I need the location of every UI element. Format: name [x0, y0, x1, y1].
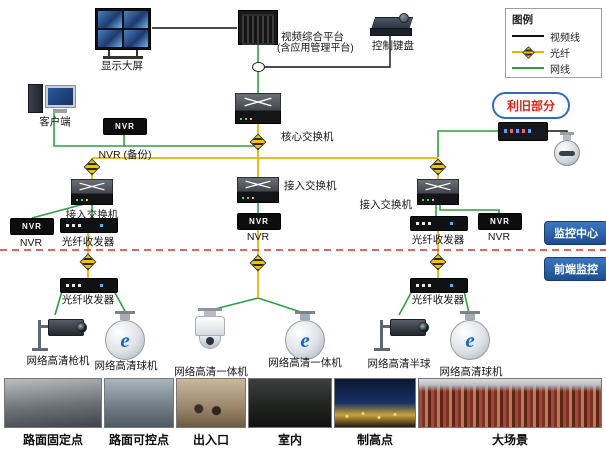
bullet-camera-icon	[30, 314, 88, 352]
nvr-left-icon: NVR	[10, 218, 54, 235]
scene-photo-wide-area	[418, 378, 602, 428]
legend: 图例 视频线 光纤 网线	[505, 8, 602, 78]
camera-label-1: 网络高清枪机	[26, 355, 90, 367]
camera-label-5: 网络高清半球	[367, 358, 431, 370]
fiber-transceiver-front-right-label: 光纤收发器	[411, 294, 465, 306]
scene-caption-3: 出入口	[192, 433, 229, 447]
line-center-to-cam4	[257, 297, 305, 314]
dvr-icon	[498, 122, 548, 141]
scene-photo-road-fixed	[4, 378, 102, 428]
fiber-transceiver-left-label: 光纤收发器	[61, 236, 115, 248]
fiber-transceiver-front-right-icon	[410, 278, 468, 293]
video-wall-screens	[95, 8, 151, 50]
nvr-center-label: NVR	[246, 231, 270, 243]
scene-caption-2: 路面可控点	[108, 433, 169, 447]
fiber-transceiver-front-left-label: 光纤收发器	[61, 294, 115, 306]
camera-label-2: 网络高清球机	[94, 360, 158, 372]
line-trxFL-to-cam2	[113, 290, 127, 314]
legend-item-network-line: 网线	[512, 60, 595, 76]
dome-camera-icon: e	[448, 311, 492, 360]
access-switch-center-label: 接入交换机	[284, 180, 337, 192]
video-platform-icon	[238, 10, 278, 45]
fiber-transceiver-right-icon	[410, 216, 468, 231]
camera-label-3: 网络高清一体机	[174, 366, 248, 378]
legend-item-video-line: 视频线	[512, 28, 595, 44]
platform-label-line2: (含应用管理平台)	[277, 43, 354, 54]
line-trxFL-to-cam1	[54, 290, 63, 316]
legend-title: 图例	[512, 14, 533, 26]
scene-photo-indoor	[248, 378, 332, 428]
fiber-transceiver-front-left-icon	[60, 278, 118, 293]
dome-camera-icon: e	[103, 311, 147, 360]
access-switch-left-label: 接入交换机	[65, 209, 119, 221]
client-label: 客户端	[39, 116, 71, 128]
core-switch-label: 核心交换机	[281, 131, 334, 143]
dome-camera-icon: e	[283, 311, 327, 360]
fiber-transceiver-left-icon	[60, 218, 118, 233]
line-switchL-to-nvr	[31, 203, 85, 219]
legend-item-fiber: 光纤	[512, 44, 595, 60]
nvr-backup-icon: NVR	[103, 118, 147, 135]
display-wall-label: 显示大屏	[101, 60, 143, 72]
control-keyboard-icon	[370, 13, 414, 37]
video-wall-icon	[95, 8, 151, 59]
scene-photo-entrance	[176, 378, 246, 428]
scene-caption-6: 大场景	[491, 433, 528, 447]
video-line-sample-icon	[512, 35, 544, 37]
reuse-section-tag: 利旧部分	[492, 92, 571, 119]
scene-caption-5: 制高点	[356, 433, 393, 447]
dome-logo-glyph: e	[300, 327, 310, 352]
line-reuse-to-network	[437, 130, 498, 157]
access-switch-right-icon	[417, 179, 459, 205]
analog-dome-camera-icon	[552, 132, 582, 166]
junction-node-icon	[252, 62, 265, 72]
fiber-line-sample-icon	[512, 46, 544, 59]
line-trxFR-to-cam5	[398, 290, 413, 316]
scene-caption-1: 路面固定点	[22, 433, 83, 447]
access-switch-right-label: 接入交换机	[359, 199, 413, 211]
monitoring-center-tag: 监控中心	[544, 221, 606, 245]
scene-photo-road-ptz	[104, 378, 174, 428]
control-keyboard-label: 控制键盘	[372, 40, 414, 52]
nvr-left-label: NVR	[19, 237, 43, 249]
camera-label-6: 网络高清球机	[439, 366, 503, 378]
dome-logo-glyph: e	[120, 327, 130, 352]
line-switchR-to-nvr	[439, 204, 500, 213]
bullet-camera-icon	[372, 314, 430, 352]
nvr-center-icon: NVR	[237, 213, 281, 230]
front-end-tag: 前端监控	[544, 257, 606, 281]
nvr-right-icon: NVR	[478, 213, 522, 230]
access-switch-left-icon	[71, 179, 113, 205]
scene-caption-4: 室内	[277, 433, 302, 447]
dome-logo-glyph: e	[465, 327, 475, 352]
line-client-to-core	[53, 113, 258, 147]
platform-label-line1: 视频综合平台	[281, 31, 344, 43]
core-switch-icon	[235, 93, 281, 124]
access-switch-center-icon	[237, 177, 279, 203]
nvr-right-label: NVR	[487, 231, 511, 243]
network-line-sample-icon	[512, 67, 544, 69]
fiber-transceiver-right-label: 光纤收发器	[411, 234, 465, 246]
line-keyboard-to-core	[258, 36, 391, 68]
client-pc-icon	[28, 84, 76, 113]
nvr-backup-label: NVR (备份)	[98, 149, 152, 161]
scene-photo-highpoint	[334, 378, 416, 428]
line-trxFR-to-cam6	[463, 290, 470, 314]
camera-label-4: 网络高清一体机	[268, 357, 342, 369]
ptz-camera-icon	[192, 308, 228, 349]
